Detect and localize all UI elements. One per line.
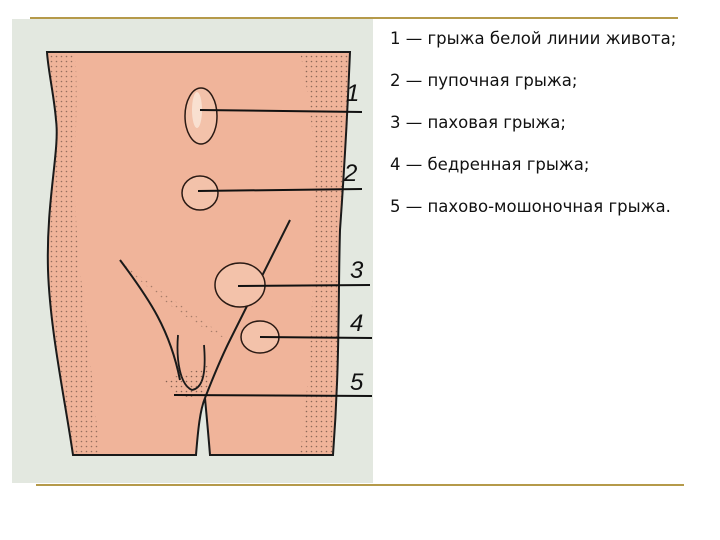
bottom-rule — [36, 484, 684, 486]
legend-dash: — — [405, 29, 423, 48]
legend-dash: — — [405, 113, 423, 132]
legend-text: пупочная грыжа; — [427, 71, 578, 90]
legend-item-2: 2 — пупочная грыжа; — [390, 66, 690, 96]
figure-label-1: 1 — [346, 80, 359, 107]
leader-line-5 — [173, 394, 373, 397]
legend-num: 5 — [390, 197, 401, 216]
figure-label-2: 2 — [343, 160, 357, 187]
legend-text: паховая грыжа; — [427, 113, 566, 132]
leader-line-3 — [237, 284, 371, 287]
leader-line-2 — [197, 188, 363, 192]
legend-text: грыжа белой линии живота; — [427, 29, 677, 48]
legend-item-1: 1 — грыжа белой линии живота; — [390, 24, 690, 54]
legend-num: 4 — [390, 155, 401, 174]
anatomy-illustration: 1 2 3 4 5 — [12, 19, 373, 483]
legend-text: пахово-мошоночная грыжа. — [427, 197, 671, 216]
hernia-2-bulge — [181, 175, 219, 211]
top-rule — [30, 17, 678, 19]
leader-line-1 — [199, 109, 363, 113]
legend-item-3: 3 — паховая грыжа; — [390, 108, 690, 138]
legend-dash: — — [405, 197, 423, 216]
legend-dash: — — [405, 71, 423, 90]
legend-num: 3 — [390, 113, 401, 132]
legend-item-5: 5 — пахово-мошоночная грыжа. — [390, 192, 690, 222]
hernia-legend: 1 — грыжа белой линии живота; 2 — пупочн… — [390, 24, 690, 234]
figure-label-5: 5 — [350, 369, 364, 396]
legend-num: 2 — [390, 71, 401, 90]
legend-dash: — — [405, 155, 423, 174]
figure-label-3: 3 — [350, 257, 364, 284]
legend-num: 1 — [390, 29, 401, 48]
legend-item-4: 4 — бедренная грыжа; — [390, 150, 690, 180]
legend-text: бедренная грыжа; — [427, 155, 590, 174]
leader-line-4 — [259, 336, 373, 339]
figure-label-4: 4 — [350, 310, 363, 337]
